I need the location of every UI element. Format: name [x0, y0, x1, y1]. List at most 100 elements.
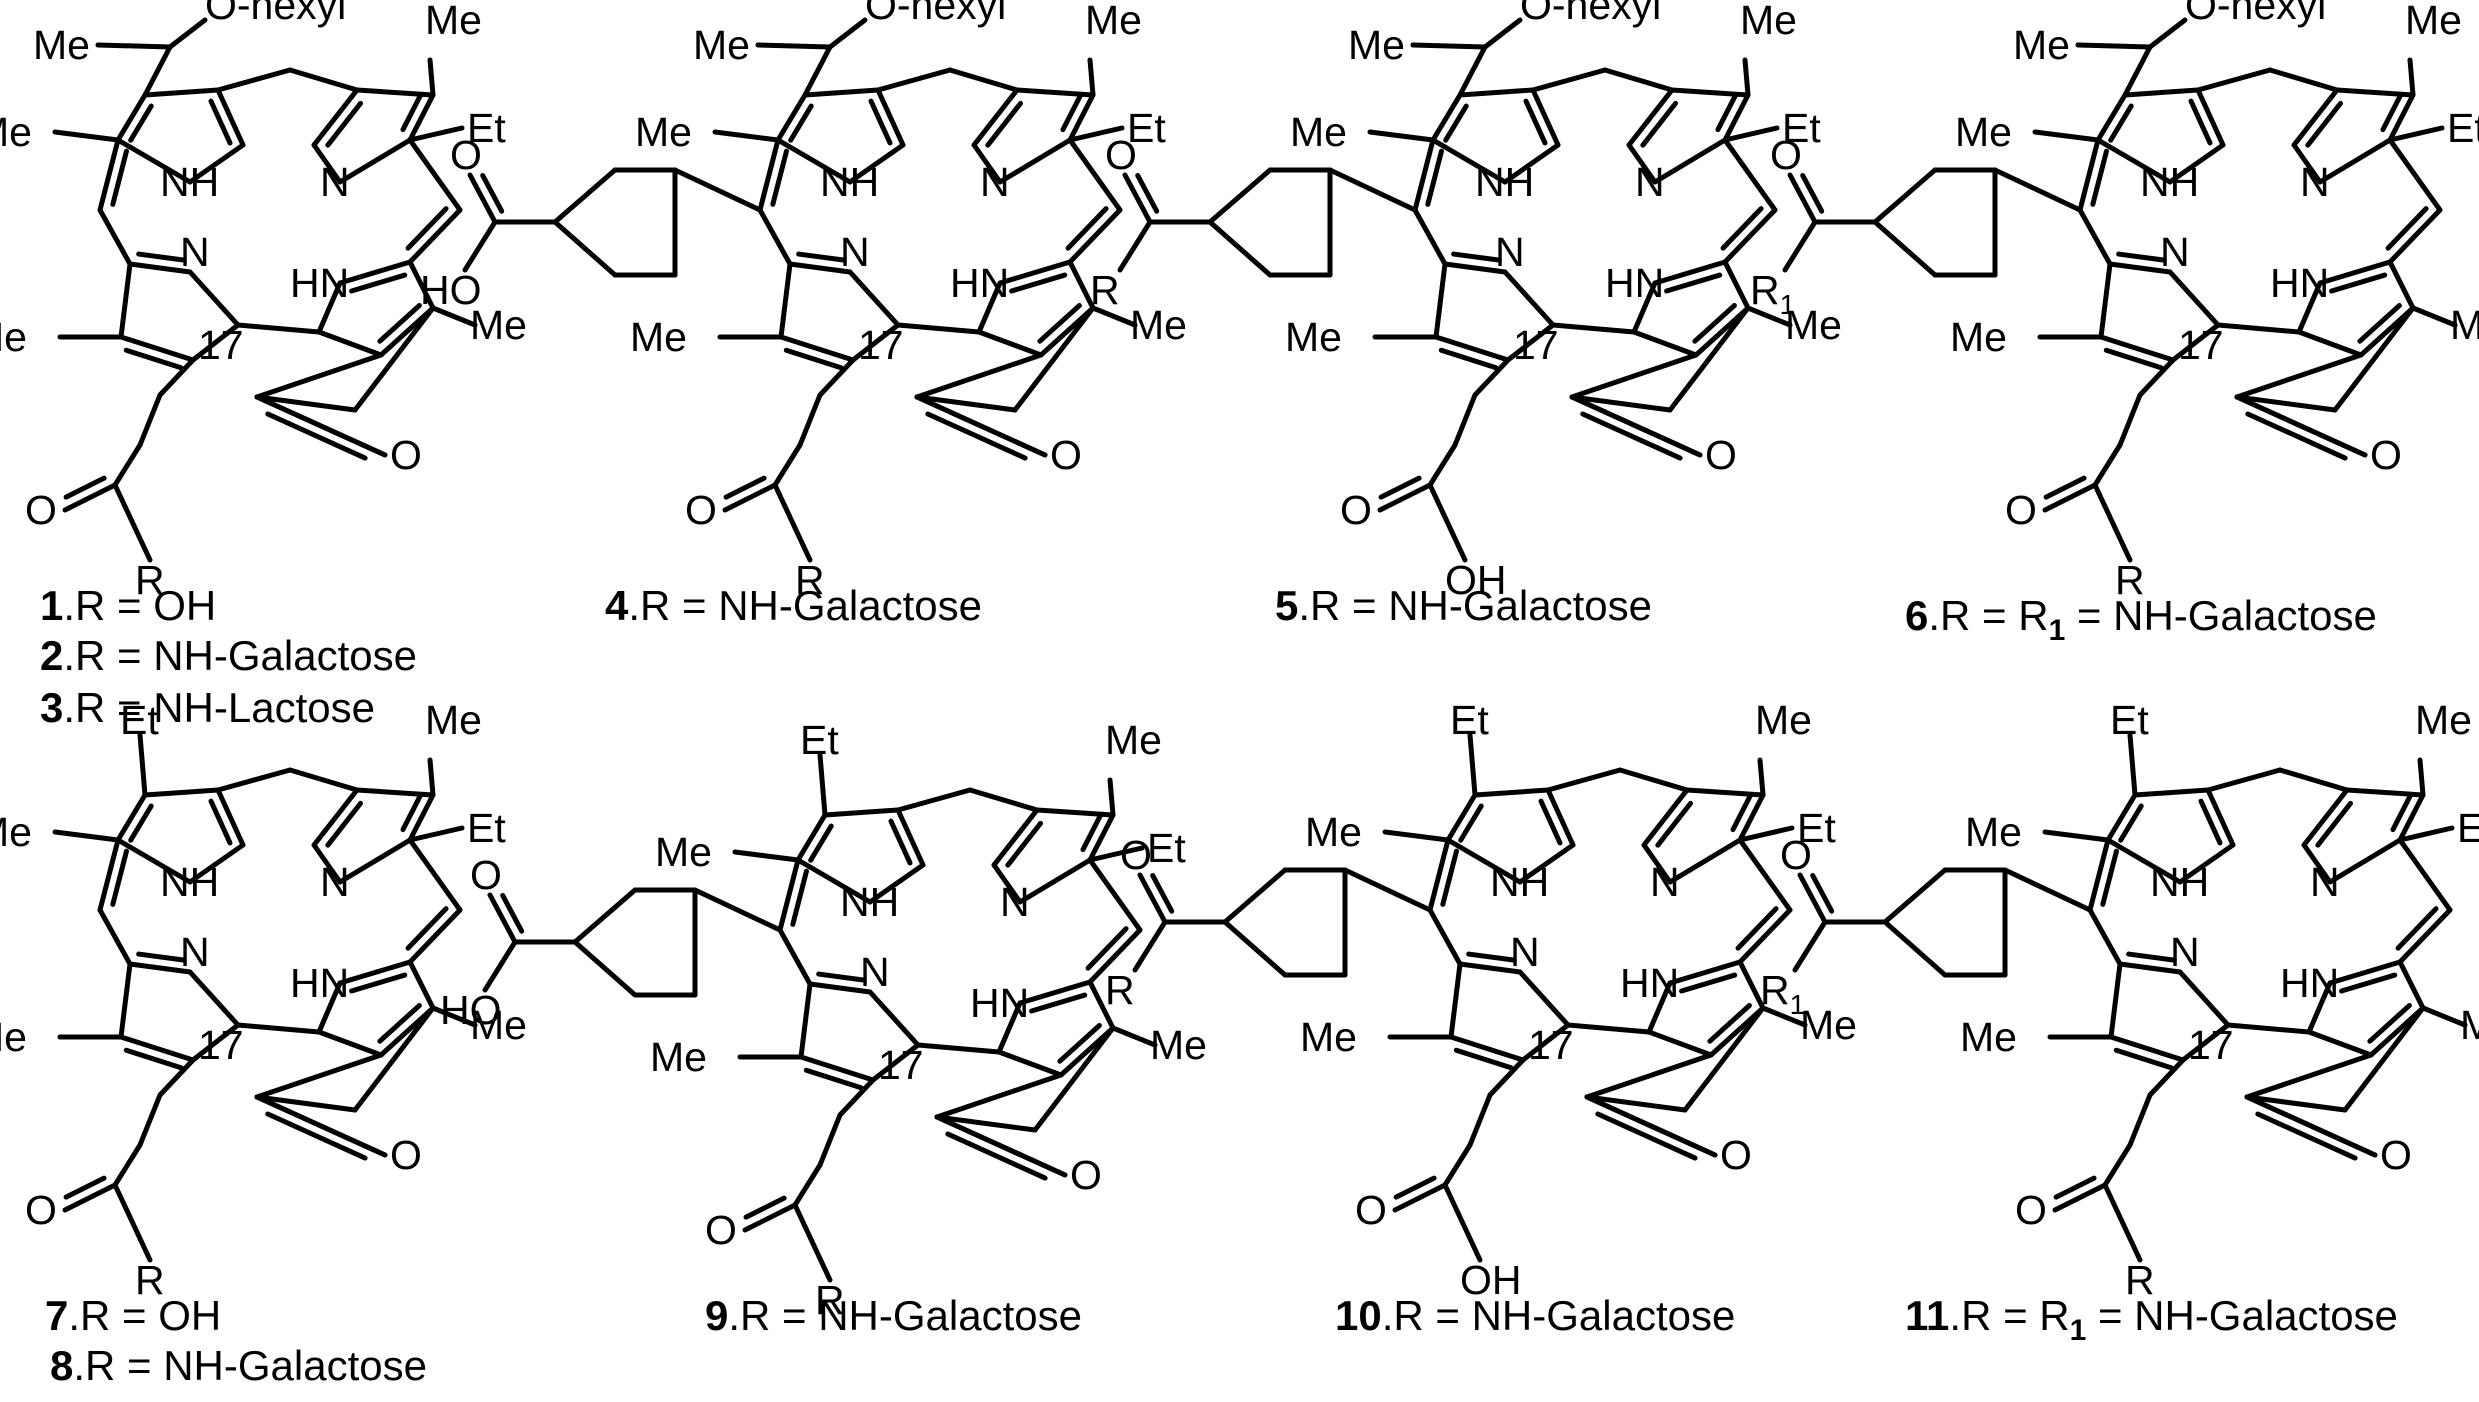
- bond-line: [1737, 959, 1766, 1011]
- bond-line: [2387, 125, 2445, 143]
- nh-label: NH: [160, 159, 220, 205]
- compound-substituent-text: .R = NH-Galactose: [628, 582, 982, 629]
- double-bond-line: [1440, 848, 1459, 907]
- methyl-label: Me: [1348, 22, 1405, 68]
- compound-substituent-text: .R = NH-Galactose: [73, 1342, 427, 1389]
- methyl-label: Me: [2013, 22, 2070, 68]
- double-bond-line: [1443, 103, 1469, 143]
- bond-line: [1107, 777, 1116, 818]
- methyl-label: Me: [1785, 302, 1842, 348]
- double-bond-line: [796, 251, 847, 263]
- bond-line: [167, 17, 208, 50]
- carbonyl-oxygen-label: O: [2005, 487, 2037, 533]
- bond-line: [2075, 42, 2153, 50]
- bond-line: [407, 907, 463, 965]
- bond-line: [407, 837, 463, 913]
- compound-caption-11: 11.R = R1 = NH-Galactose: [1905, 1295, 2398, 1346]
- methyl-label: Me: [0, 109, 32, 155]
- carbonyl-oxygen-label: O: [1340, 487, 1372, 533]
- methyl-label: Me: [1105, 717, 1162, 763]
- double-bond-line: [377, 1002, 422, 1044]
- compound-caption-9: 9.R = NH-Galactose: [705, 1295, 1082, 1337]
- compound-number: 9: [705, 1292, 729, 1339]
- methyl-label: Me: [1740, 0, 1797, 43]
- bond-line: [847, 269, 901, 328]
- double-bond-line: [790, 868, 809, 927]
- bond-line: [2296, 280, 2323, 335]
- methyl-label: Me: [1755, 697, 1812, 743]
- bond-line: [1641, 787, 1690, 848]
- ethyl-label: Et: [2447, 105, 2479, 151]
- double-bond-line: [128, 103, 154, 143]
- double-bond-line: [816, 971, 867, 983]
- bond-line: [2327, 837, 2403, 885]
- bond-line: [1502, 142, 1561, 185]
- ethyl-label: Et: [1782, 105, 1821, 151]
- double-bond-line: [925, 411, 1028, 461]
- bond-line: [1626, 142, 1658, 185]
- bond-line: [1087, 845, 1145, 863]
- ketone-oxygen-label: O: [2380, 1132, 2412, 1178]
- double-bond-line: [1393, 1175, 1437, 1200]
- bond-line: [407, 137, 463, 213]
- ketone-oxygen-label: O: [1070, 1152, 1102, 1198]
- bond-line: [1377, 482, 1433, 513]
- bond-line: [1760, 1005, 1808, 1028]
- ethyl-label: Et: [1127, 105, 1166, 151]
- double-bond-line: [110, 148, 129, 207]
- ketone-oxygen-label: O: [1705, 432, 1737, 478]
- methyl-label: Me: [1290, 109, 1347, 155]
- double-bond-line: [2390, 792, 2413, 833]
- bond-line: [1502, 269, 1556, 328]
- compound-substituent-text: = NH-Galactose: [2086, 1292, 2398, 1339]
- compound-number: 4: [605, 582, 629, 629]
- bond-line: [2225, 1022, 2312, 1035]
- bond-line: [827, 17, 868, 50]
- bond-line: [1652, 137, 1728, 185]
- r-group-label: R: [135, 557, 165, 603]
- bond-line: [692, 887, 783, 933]
- bond-line: [2077, 207, 2113, 267]
- bond-line: [997, 137, 1073, 185]
- bond-line: [112, 1142, 143, 1188]
- bond-line: [976, 329, 1044, 358]
- bond-line: [2117, 961, 2183, 975]
- double-bond-line: [1720, 206, 1764, 251]
- bond-line: [895, 787, 973, 813]
- bond-line: [817, 357, 856, 398]
- r1-letter: R: [1760, 967, 1790, 1013]
- bond-line: [1117, 219, 1153, 273]
- bond-line: [115, 137, 193, 185]
- ethyl-label: Et: [467, 105, 506, 151]
- double-bond-line: [2255, 1111, 2358, 1161]
- compound-caption-4: 4.R = NH-Galactose: [605, 585, 982, 627]
- bond-line: [795, 812, 828, 863]
- bond-line: [1646, 980, 1673, 1035]
- bond-line: [316, 329, 384, 358]
- double-bond-line: [945, 1131, 1048, 1181]
- bond-line: [52, 129, 121, 143]
- molecule-4: [462, 17, 1138, 563]
- bond-line: [62, 482, 118, 513]
- bond-line: [1457, 961, 1523, 975]
- double-bond-line: [1005, 820, 1044, 868]
- double-bond-line: [1679, 972, 1738, 994]
- bond-line: [2102, 1142, 2133, 1188]
- bond-line: [934, 1072, 1064, 1120]
- bond-line: [795, 857, 873, 905]
- compound-substituent-text: .R = R: [1949, 1292, 2070, 1339]
- bond-line: [352, 305, 436, 413]
- methyl-label: Me: [655, 829, 712, 875]
- bond-line: [976, 280, 1003, 335]
- double-bond-line: [208, 98, 233, 146]
- bond-line: [112, 1182, 153, 1263]
- carbonyl-oxygen-label: O: [1355, 1187, 1387, 1233]
- hydroxyl-label: OH: [1460, 1257, 1522, 1303]
- bond-line: [352, 1005, 436, 1113]
- carbonyl-oxygen-label: O: [685, 487, 717, 533]
- bond-line: [1467, 732, 1478, 798]
- double-bond-line: [1655, 800, 1694, 848]
- double-bond-line: [2305, 100, 2344, 148]
- n-label: N: [1495, 229, 1525, 275]
